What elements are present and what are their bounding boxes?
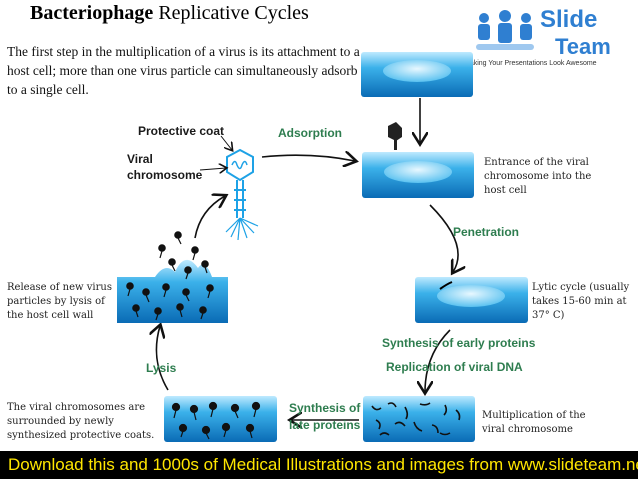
host-cell-3 — [415, 277, 528, 323]
title-rest: Replicative Cycles — [153, 2, 309, 24]
page-title: Bacteriophage Replicative Cycles — [30, 2, 309, 25]
bacteriophage-icon — [225, 148, 259, 241]
attached-phage-icon — [388, 122, 402, 150]
arrow-cell3-cell4 — [425, 329, 451, 392]
slideteam-logo-icon — [476, 10, 534, 50]
label-adsorption: Adsorption — [278, 126, 342, 140]
label-protective-coat: Protective coat — [138, 124, 225, 138]
arrow-penetration — [429, 204, 458, 272]
note-entrance: Entrance of the viral chromosome into th… — [484, 157, 592, 196]
note-lytic-cycle: Lytic cycle (usually takes 15-60 min at … — [532, 282, 630, 321]
label-synthesis-early: Synthesis of early proteins — [382, 336, 536, 350]
cycle-diagram — [117, 52, 528, 442]
label-lysis: Lysis — [146, 361, 177, 375]
logo-team: Team — [555, 34, 611, 59]
host-cell-4 — [363, 396, 475, 442]
footer-text[interactable]: Download this and 1000s of Medical Illus… — [8, 455, 638, 474]
title-bold: Bacteriophage — [30, 2, 154, 24]
logo-slide: Slide — [540, 6, 598, 33]
arrow-lysis — [156, 326, 169, 391]
label-synthesis-late: Synthesis of late proteins — [289, 401, 361, 432]
logo-tagline: Making Your Presentations Look Awesome — [464, 60, 597, 67]
note-release: Release of new virus particles by lysis … — [7, 282, 112, 321]
label-replication-dna: Replication of viral DNA — [386, 360, 523, 374]
arrow-release — [194, 196, 225, 239]
label-penetration: Penetration — [453, 225, 520, 239]
host-cell-1 — [361, 52, 473, 97]
intro-text: The first step in the multiplication of … — [7, 44, 360, 97]
footer-banner[interactable]: Download this and 1000s of Medical Illus… — [0, 451, 638, 479]
host-cell-6 — [117, 231, 228, 323]
note-surrounded: The viral chromosomes are surrounded by … — [7, 402, 155, 441]
note-multiplication: Multiplication of the viral chromosome — [482, 410, 586, 435]
host-cell-5 — [164, 396, 277, 442]
host-cell-2 — [362, 152, 474, 198]
label-viral-chromosome: Viral chromosome — [127, 152, 203, 182]
arrow-adsorption — [261, 155, 355, 161]
